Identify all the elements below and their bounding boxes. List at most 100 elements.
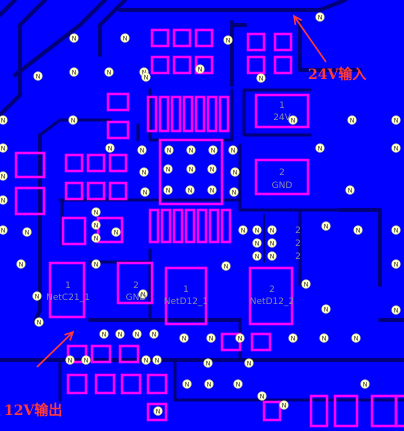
trace-top-branch[interactable] — [98, 0, 127, 57]
via-net[interactable] — [137, 145, 147, 155]
via-net[interactable] — [207, 164, 217, 174]
via-net[interactable] — [140, 187, 150, 197]
via-net[interactable] — [391, 143, 401, 153]
via-net[interactable] — [267, 225, 277, 235]
small-pad-bottom-row2[interactable] — [66, 373, 88, 395]
small-pad-bottom-row2[interactable] — [120, 373, 142, 395]
via-net[interactable] — [22, 227, 32, 237]
via-net[interactable] — [235, 333, 245, 343]
small-pad-bottom-right[interactable] — [262, 400, 282, 422]
via-net[interactable] — [0, 115, 8, 125]
ic-pin-top[interactable] — [194, 95, 206, 133]
ic-pin-top[interactable] — [206, 95, 218, 133]
via-net[interactable] — [163, 164, 173, 174]
trace-edge-tl[interactable] — [0, 0, 17, 17]
ic-pin-bottom[interactable] — [160, 208, 172, 244]
via-net[interactable] — [391, 115, 401, 125]
via-net[interactable] — [138, 289, 148, 299]
small-pad-top-right[interactable] — [273, 55, 293, 75]
via-net[interactable] — [0, 225, 8, 235]
via-net[interactable] — [207, 185, 217, 195]
small-pad-top[interactable] — [150, 28, 170, 48]
via-net[interactable] — [152, 355, 162, 365]
via-net[interactable] — [179, 333, 189, 343]
via-net[interactable] — [115, 329, 125, 339]
via-net[interactable] — [164, 145, 174, 155]
via-net[interactable] — [238, 225, 248, 235]
small-pad-bottom-row1[interactable] — [118, 344, 140, 364]
trace-far-right[interactable] — [338, 208, 382, 287]
ic-pin-top[interactable] — [182, 95, 194, 133]
via-net[interactable] — [0, 143, 8, 153]
via-net[interactable] — [228, 145, 238, 155]
via-net[interactable] — [223, 35, 233, 45]
via-net[interactable] — [69, 33, 79, 43]
trace-top-long[interactable] — [118, 0, 347, 12]
small-pad-matrix[interactable] — [86, 181, 106, 201]
via-net[interactable] — [391, 225, 401, 235]
ic-pin-bottom[interactable] — [184, 208, 196, 244]
pad-left-big-2[interactable] — [14, 186, 46, 216]
small-pad-diode-2[interactable] — [250, 332, 272, 352]
small-pad-top-right[interactable] — [246, 55, 266, 75]
via-net[interactable] — [139, 167, 149, 177]
via-net[interactable] — [233, 379, 243, 389]
pad-bottom-right-1[interactable] — [309, 394, 329, 428]
via-net[interactable] — [163, 185, 173, 195]
via-net[interactable] — [141, 72, 151, 82]
small-pad-matrix[interactable] — [108, 181, 128, 201]
small-pad-top[interactable] — [172, 55, 192, 75]
ic-pin-bottom[interactable] — [196, 208, 208, 244]
via-net[interactable] — [16, 259, 26, 269]
via-net[interactable] — [0, 171, 8, 181]
small-pad-top[interactable] — [194, 55, 214, 75]
small-pad-bottom-row1[interactable] — [66, 344, 88, 364]
via-net[interactable] — [208, 145, 218, 155]
via-net[interactable] — [321, 304, 331, 314]
via-net[interactable] — [141, 355, 151, 365]
trace-right-top[interactable] — [298, 20, 362, 72]
via-net[interactable] — [182, 379, 192, 389]
small-pad-top-right[interactable] — [273, 32, 293, 52]
ic-pin-top[interactable] — [158, 95, 170, 133]
via-net[interactable] — [319, 333, 329, 343]
via-net[interactable] — [186, 164, 196, 174]
via-net[interactable] — [91, 259, 101, 269]
via-net[interactable] — [345, 185, 355, 195]
ic-pin-bottom[interactable] — [148, 208, 160, 244]
via-net[interactable] — [195, 64, 205, 74]
via-net[interactable] — [391, 305, 401, 315]
small-pad-matrix[interactable] — [86, 153, 106, 173]
pad-bottom-right-4[interactable] — [394, 394, 404, 428]
via-net[interactable] — [315, 12, 325, 22]
via-net[interactable] — [360, 379, 370, 389]
small-pad-top[interactable] — [172, 28, 192, 48]
via-net[interactable] — [204, 379, 214, 389]
via-net[interactable] — [256, 73, 266, 83]
diode-pad-1[interactable] — [164, 266, 208, 326]
via-net[interactable] — [288, 333, 298, 343]
trace-left-outer[interactable] — [0, 0, 47, 117]
small-pad-matrix[interactable] — [64, 153, 84, 173]
small-pad-left-2[interactable] — [106, 120, 130, 140]
via-net[interactable] — [221, 261, 231, 271]
via-net[interactable] — [252, 251, 262, 261]
via-net[interactable] — [257, 391, 267, 401]
via-net[interactable] — [0, 195, 8, 205]
via-net[interactable] — [68, 115, 78, 125]
via-net[interactable] — [81, 355, 91, 365]
ic-pin-top[interactable] — [170, 95, 182, 133]
pad-left-big-1[interactable] — [14, 151, 46, 179]
via-net[interactable] — [347, 115, 357, 125]
ic-body-outline[interactable] — [158, 138, 224, 206]
via-net[interactable] — [33, 71, 43, 81]
pad-left-mid-2[interactable] — [96, 216, 124, 244]
via-net[interactable] — [149, 329, 159, 339]
via-net[interactable] — [301, 279, 311, 289]
via-net[interactable] — [288, 115, 298, 125]
via-net[interactable] — [229, 187, 239, 197]
via-net[interactable] — [186, 145, 196, 155]
pad-bottom-right-2[interactable] — [333, 394, 359, 428]
input-pad-24v[interactable] — [254, 93, 310, 129]
trace-left-horiz[interactable] — [38, 118, 112, 137]
